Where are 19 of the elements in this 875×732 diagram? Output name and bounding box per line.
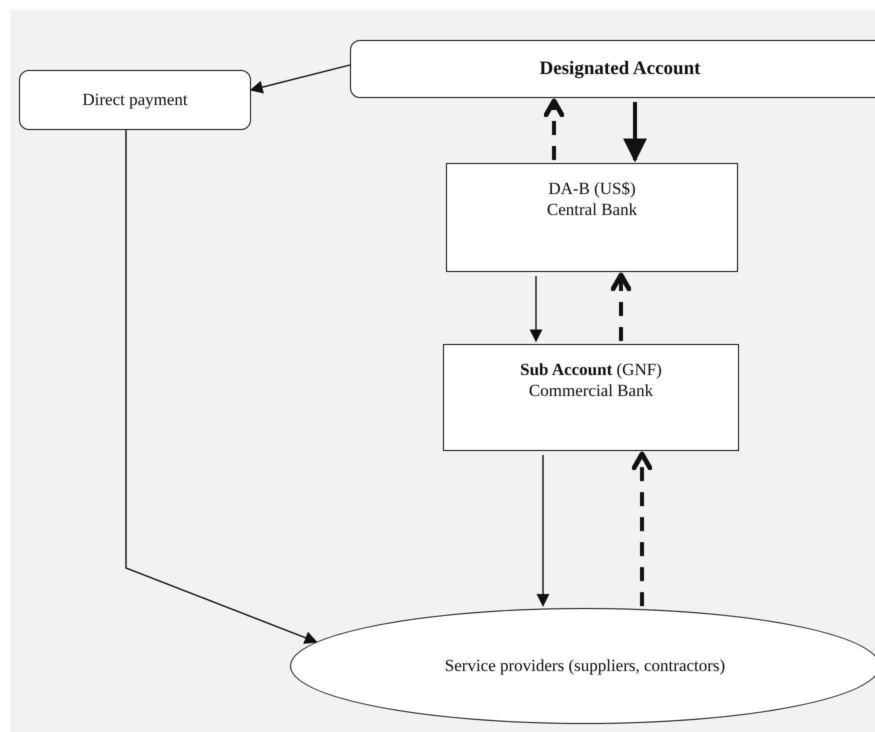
node-label: DA-B (US$) <box>548 178 636 200</box>
arrow <box>530 276 542 342</box>
process-box <box>443 344 739 451</box>
arrow <box>610 272 632 341</box>
node-label: Designated Account <box>540 57 700 81</box>
arrow <box>250 64 350 94</box>
rounded-box <box>350 40 875 98</box>
node-label: Direct payment <box>82 89 188 111</box>
process-box <box>446 163 738 272</box>
rounded-box <box>19 70 251 130</box>
node-label: Central Bank <box>546 199 638 220</box>
node-label: Commercial Bank <box>528 380 654 402</box>
arrow <box>623 102 647 162</box>
arrow <box>125 130 318 644</box>
arrow <box>536 455 550 607</box>
arrow <box>544 98 564 160</box>
node-label: Sub Account (GNF) <box>520 359 662 380</box>
arrow <box>632 452 652 606</box>
node-label: Service providers (suppliers, contractors) <box>444 655 726 677</box>
